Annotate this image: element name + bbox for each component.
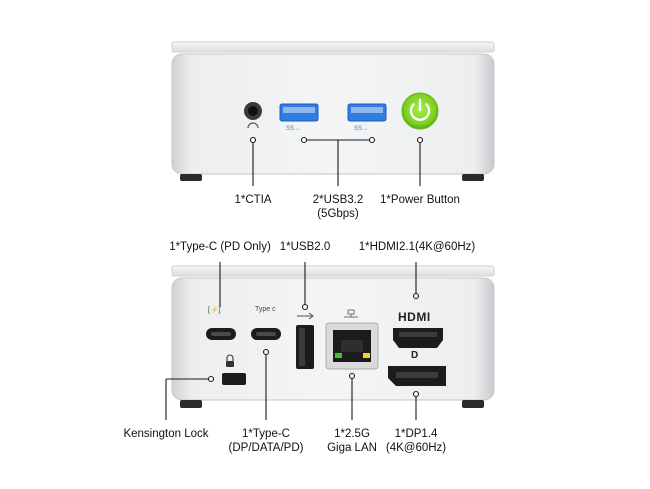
lock-icon <box>226 354 234 361</box>
headset-icon <box>247 122 259 129</box>
kensington-label: Kensington Lock <box>123 428 209 440</box>
hdmi-label: 1*HDMI2.1(4K@60Hz) <box>358 241 476 253</box>
kensington-slot <box>222 373 246 385</box>
typec-data-label-line1: 1*Type-C <box>242 428 290 440</box>
usb32-label-line2: (5Gbps) <box>317 208 359 220</box>
typec-data-marking: Type c <box>255 306 276 313</box>
typec-pd-label: 1*Type-C (PD Only) <box>169 241 271 253</box>
typec-data-label-line2: (DP/DATA/PD) <box>228 442 304 454</box>
hdmi-marking: HDMI <box>398 310 431 324</box>
usb20-label: 1*USB2.0 <box>279 241 331 253</box>
hdmi-port <box>393 328 443 348</box>
dp-label-line1: 1*DP1.4 <box>394 428 438 440</box>
dp-marking: D <box>411 350 419 361</box>
usb20-port <box>296 325 314 369</box>
power-icon <box>409 103 431 121</box>
typec-pd-marking: [⚡] <box>208 307 221 314</box>
typec-data-label: 1*Type-C (DP/DATA/PD) <box>222 427 310 455</box>
usb32-port-2 <box>347 103 387 122</box>
usb32-port-1 <box>279 103 319 122</box>
lan-port <box>325 322 379 370</box>
network-icon <box>344 309 358 318</box>
ctia-label: 1*CTIA <box>234 194 272 206</box>
dp-label-line2: (4K@60Hz) <box>385 442 447 454</box>
usb32-label: 2*USB3.2 (5Gbps) <box>298 193 378 221</box>
audio-jack <box>244 102 262 129</box>
usb32-marking-1: SS→ <box>286 126 301 132</box>
rear-callout-lines <box>165 262 420 420</box>
front-callout-lines <box>249 136 424 186</box>
dp-port <box>388 366 446 386</box>
usb-icon <box>297 312 314 320</box>
power-button <box>401 92 439 130</box>
lan-label-line2: Giga LAN <box>327 442 377 454</box>
usb32-marking-2: SS→ <box>354 126 369 132</box>
power-label: 1*Power Button <box>380 194 460 206</box>
front-chassis <box>171 41 495 181</box>
dp-label: 1*DP1.4 (4K@60Hz) <box>380 427 452 455</box>
foot-left <box>180 174 202 181</box>
lan-led-yellow <box>363 353 370 358</box>
lan-label: 1*2.5G Giga LAN <box>318 427 386 455</box>
foot-right <box>462 174 484 181</box>
lan-label-line1: 1*2.5G <box>334 428 370 440</box>
lan-led-green <box>335 353 342 358</box>
usb32-label-line1: 2*USB3.2 <box>312 194 364 206</box>
